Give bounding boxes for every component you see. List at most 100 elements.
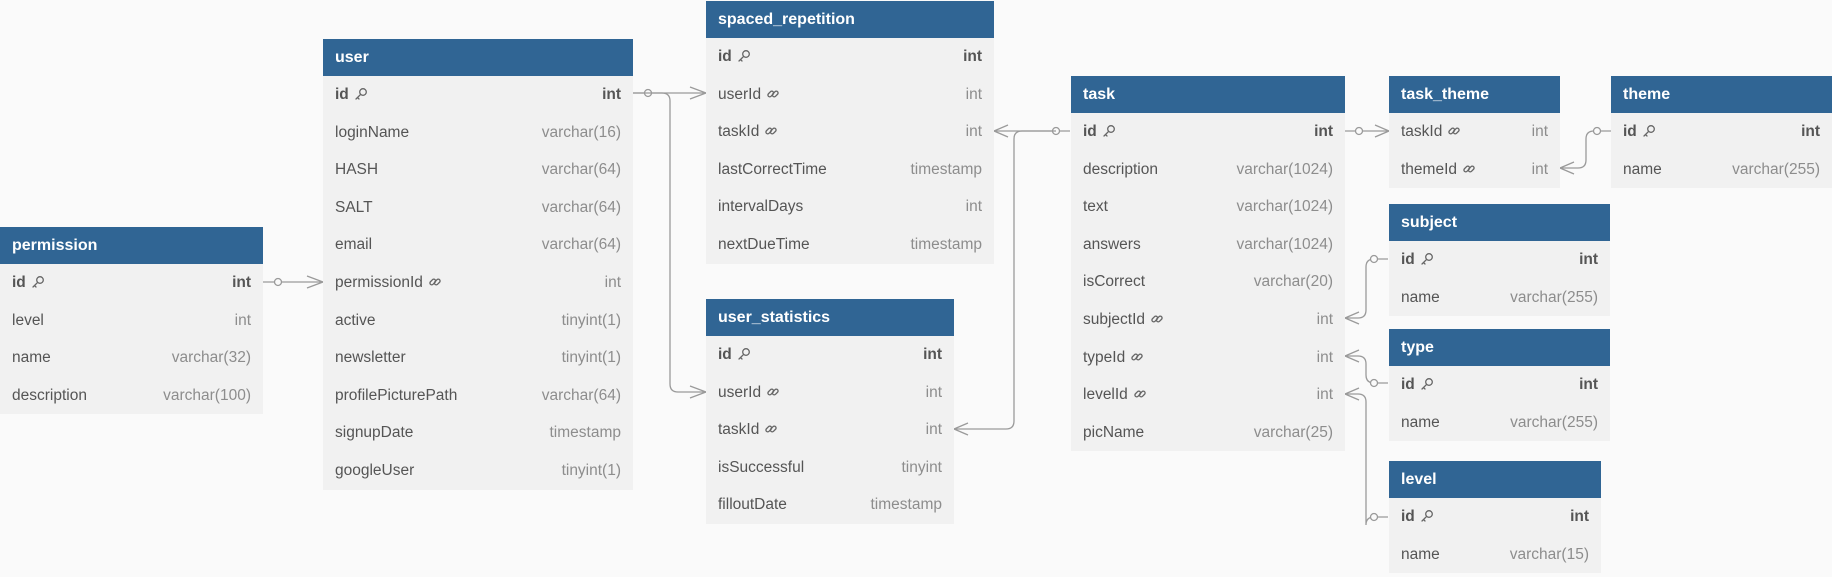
column-name-text: id xyxy=(718,48,732,65)
table-header[interactable]: task_theme xyxy=(1389,76,1560,113)
column-name: typeId xyxy=(1083,339,1144,379)
column-name: name xyxy=(1401,536,1440,574)
column-type: int xyxy=(1579,251,1598,268)
column-row[interactable]: googleUser tinyint(1) xyxy=(323,452,633,490)
edge-many-marker xyxy=(689,385,707,399)
table-header[interactable]: spaced_repetition xyxy=(706,1,994,38)
column-name: googleUser xyxy=(335,452,414,490)
column-name-text: loginName xyxy=(335,123,410,141)
column-name-text: HASH xyxy=(335,161,379,179)
column-type: tinyint(1) xyxy=(561,461,621,479)
column-name: userId xyxy=(718,76,780,116)
column-type: varchar(255) xyxy=(1510,413,1598,431)
column-type: int xyxy=(1316,348,1333,366)
edge-one-marker xyxy=(1369,378,1379,388)
table-header[interactable]: user xyxy=(323,39,633,76)
table-header[interactable]: theme xyxy=(1611,76,1832,113)
table-header[interactable]: subject xyxy=(1389,204,1610,241)
column-name: levelId xyxy=(1083,376,1147,416)
edge-one-marker xyxy=(273,277,283,287)
edge-many-marker xyxy=(1559,161,1575,175)
column-name: name xyxy=(1401,279,1440,317)
column-name-text: name xyxy=(1401,545,1440,563)
table-header[interactable]: type xyxy=(1389,329,1610,366)
table-header[interactable]: task xyxy=(1071,76,1345,113)
column-name-text: typeId xyxy=(1083,348,1126,366)
table-header[interactable]: user_statistics xyxy=(706,299,954,336)
column-name: newsletter xyxy=(335,339,406,377)
edge-one-marker xyxy=(1354,126,1364,136)
column-name: loginName xyxy=(335,114,409,152)
column-row[interactable]: typeId int xyxy=(1071,339,1345,377)
edge-many-marker xyxy=(1344,387,1360,401)
column-name-text: level xyxy=(12,311,44,329)
key-icon xyxy=(737,40,751,78)
column-type: int xyxy=(923,346,942,363)
column-type: varchar(20) xyxy=(1253,273,1333,291)
table-header[interactable]: level xyxy=(1389,461,1601,498)
column-name-text: userId xyxy=(718,383,762,401)
column-name: themeId xyxy=(1401,151,1476,191)
column-type: tinyint xyxy=(901,458,943,476)
column-name-text: id xyxy=(1401,376,1415,393)
link-icon xyxy=(764,413,778,451)
column-name: taskId xyxy=(1401,113,1461,153)
column-name: id xyxy=(1083,113,1116,153)
table-header[interactable]: permission xyxy=(0,227,263,264)
column-type: timestamp xyxy=(910,235,983,253)
